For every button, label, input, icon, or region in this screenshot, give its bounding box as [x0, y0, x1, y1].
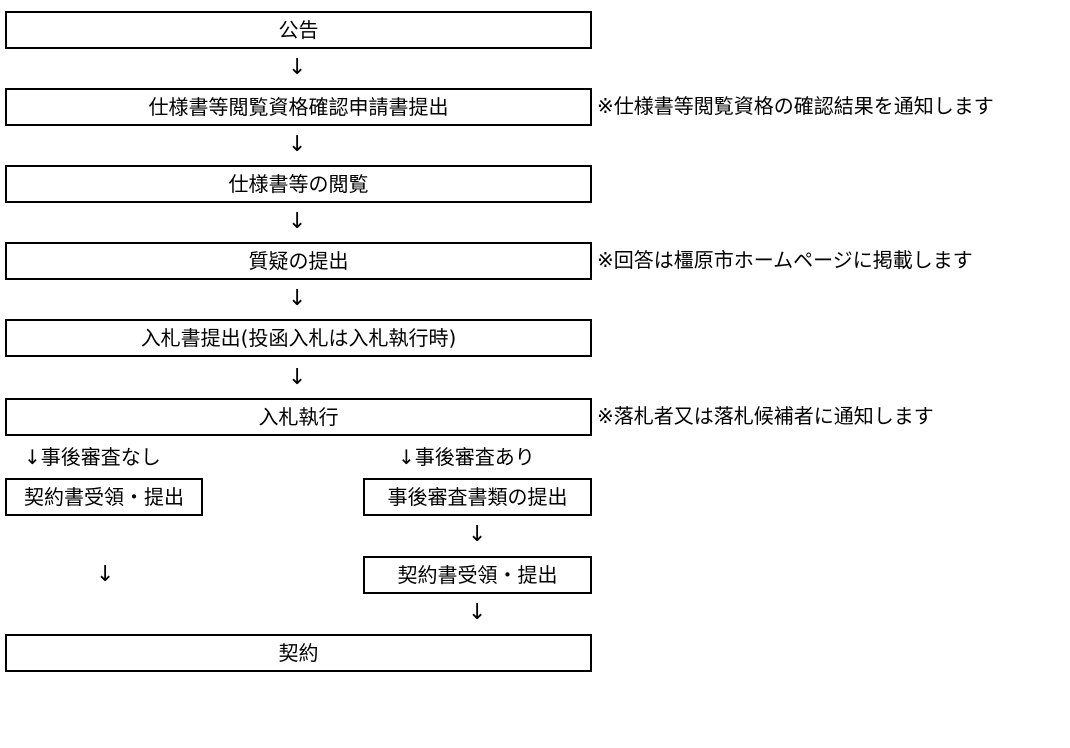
step-viewing-label: 仕様書等の閲覧: [228, 172, 369, 196]
arrow-down-icon: ↓: [96, 562, 115, 587]
step-contract-receipt-right: 契約書受領・提出: [363, 556, 592, 594]
branch-with-review: ↓事後審査あり: [398, 445, 535, 469]
step-application-label: 仕様書等閲覧資格確認申請書提出: [148, 95, 449, 119]
step-bid-submission: 入札書提出(投函入札は入札執行時): [5, 319, 592, 357]
arrow-down-icon: ↓: [288, 55, 307, 80]
step-questions-label: 質疑の提出: [248, 249, 349, 273]
arrow-down-icon: ↓: [468, 600, 487, 625]
step-viewing: 仕様書等の閲覧: [5, 165, 592, 203]
note-questions: ※回答は橿原市ホームページに掲載します: [597, 248, 973, 272]
branch-no-review: ↓事後審査なし: [24, 445, 161, 469]
arrow-down-icon: ↓: [288, 365, 307, 390]
step-announcement: 公告: [5, 11, 592, 49]
step-bid-execution-label: 入札執行: [258, 405, 339, 429]
arrow-down-icon: ↓: [288, 132, 307, 157]
step-review-docs: 事後審査書類の提出: [363, 478, 592, 516]
step-application: 仕様書等閲覧資格確認申請書提出: [5, 88, 592, 126]
step-questions: 質疑の提出: [5, 242, 592, 280]
step-contract-receipt-left: 契約書受領・提出: [5, 478, 203, 516]
step-review-docs-label: 事後審査書類の提出: [387, 485, 568, 509]
step-contract: 契約: [5, 634, 592, 672]
step-bid-execution: 入札執行: [5, 398, 592, 436]
step-contract-label: 契約: [278, 641, 319, 665]
step-announcement-label: 公告: [278, 18, 319, 42]
arrow-down-icon: ↓: [288, 286, 307, 311]
step-contract-receipt-right-label: 契約書受領・提出: [397, 563, 558, 587]
step-bid-submission-label: 入札書提出(投函入札は入札執行時): [140, 326, 457, 350]
arrow-down-icon: ↓: [288, 209, 307, 234]
note-application: ※仕様書等閲覧資格の確認結果を通知します: [597, 94, 994, 118]
note-execution: ※落札者又は落札候補者に通知します: [597, 404, 934, 428]
arrow-down-icon: ↓: [468, 522, 487, 547]
step-contract-receipt-left-label: 契約書受領・提出: [24, 485, 184, 509]
